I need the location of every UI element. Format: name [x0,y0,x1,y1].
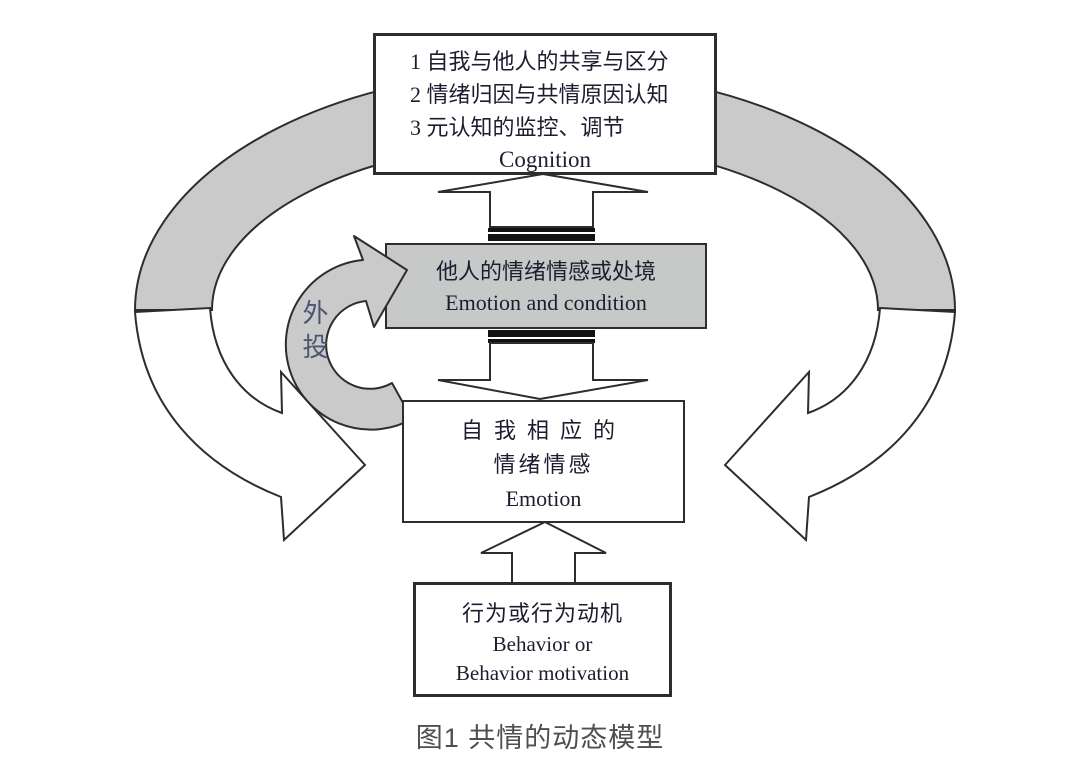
behavior-label-en-line2: Behavior motivation [455,661,630,685]
other-emotion-label-zh: 他人的情绪情感或处境 [435,259,656,284]
up-arrow-base-bar-thick [488,234,595,241]
cognition-item-3: 3 元认知的监控、调节 [410,115,625,140]
cognition-label-en: Cognition [498,147,591,172]
down-arrow-base-bar-thin [488,339,595,343]
down-block-arrow-emotion [437,342,649,401]
down-arrow-base-bar-thick [488,330,595,337]
self-emotion-line2-zh: 情绪情感 [493,452,594,477]
up-arrow-base-bar-thin [488,228,595,232]
right-curved-arrow [723,306,957,543]
behavior-box: 行为或行为动机 Behavior or Behavior motivation [413,582,672,697]
self-emotion-box: 自我相应的 情绪情感 Emotion [402,400,685,523]
left-curved-arrow [133,306,367,543]
other-emotion-label-en: Emotion and condition [445,290,647,315]
up-block-arrow-cognition [437,172,649,228]
self-emotion-line1-zh: 自我相应的 [460,418,626,443]
cognition-item-2: 2 情绪归因与共情原因认知 [410,82,669,107]
projection-circular-arrow [284,235,413,431]
self-emotion-label-en: Emotion [505,486,582,511]
cognition-box: 1 自我与他人的共享与区分 2 情绪归因与共情原因认知 3 元认知的监控、调节 … [373,33,717,175]
other-emotion-condition-box: 他人的情绪情感或处境 Emotion and condition [385,243,707,329]
cognition-item-1: 1 自我与他人的共享与区分 [410,49,669,74]
figure-caption: 图1 共情的动态模型 [415,723,665,753]
projection-label: 外投 [299,299,328,367]
behavior-label-en-line1: Behavior or [492,632,593,656]
behavior-label-zh: 行为或行为动机 [461,601,623,626]
